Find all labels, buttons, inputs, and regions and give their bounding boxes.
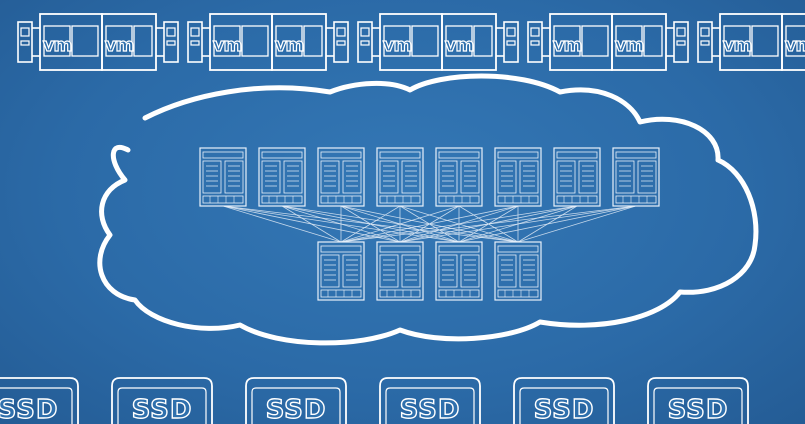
spine-switch — [317, 147, 365, 207]
spine-switch — [199, 147, 247, 207]
ssd-drive: SSD — [647, 377, 749, 424]
leaf-switch-row — [317, 241, 542, 301]
host-server: vm vm — [527, 13, 689, 71]
host-server: vm vm — [357, 13, 519, 71]
vm-label: vm — [785, 35, 805, 56]
ssd-drive: SSD — [513, 377, 615, 424]
fabric-links — [222, 205, 637, 243]
spine-switch — [612, 147, 660, 207]
spine-switch — [494, 147, 542, 207]
ssd-label: SSD — [534, 395, 595, 424]
leaf-switch — [317, 241, 365, 301]
vm-label: vm — [723, 35, 752, 56]
fabric-link — [340, 205, 519, 243]
fabric-link — [281, 205, 342, 243]
vm-label: vm — [275, 35, 304, 56]
ssd-label: SSD — [668, 395, 729, 424]
ssd-label: SSD — [266, 395, 327, 424]
ssd-drive: SSD — [379, 377, 481, 424]
fabric-link — [340, 205, 637, 243]
spine-switch — [376, 147, 424, 207]
host-server: vm vm — [17, 13, 179, 71]
leaf-switch — [435, 241, 483, 301]
fabric-link — [340, 205, 401, 243]
spine-switch-row — [199, 147, 660, 207]
spine-switch — [553, 147, 601, 207]
vm-label: vm — [383, 35, 412, 56]
fabric-link — [458, 205, 637, 243]
ssd-label: SSD — [132, 395, 193, 424]
host-server-row: vm vm vm vm vm vm vm vm vm vm — [17, 13, 805, 71]
fabric-link — [222, 205, 342, 243]
ssd-drive: SSD — [245, 377, 347, 424]
ssd-label: SSD — [0, 395, 58, 424]
leaf-switch — [494, 241, 542, 301]
vm-label: vm — [615, 35, 644, 56]
ssd-label: SSD — [400, 395, 461, 424]
host-server: vm vm — [697, 13, 805, 71]
host-server: vm vm — [187, 13, 349, 71]
vm-label: vm — [553, 35, 582, 56]
ssd-storage-row: SSD SSD SSD SSD SSD SSD — [0, 377, 749, 424]
fabric-link — [340, 205, 578, 243]
fabric-link — [399, 205, 637, 243]
spine-switch — [435, 147, 483, 207]
ssd-drive: SSD — [111, 377, 213, 424]
fabric-link — [517, 205, 637, 243]
spine-switch — [258, 147, 306, 207]
vm-label: vm — [445, 35, 474, 56]
leaf-switch — [376, 241, 424, 301]
cloud-outline — [97, 73, 759, 346]
vm-label: vm — [213, 35, 242, 56]
vm-label: vm — [105, 35, 134, 56]
vm-label: vm — [43, 35, 72, 56]
fabric-link — [340, 205, 460, 243]
ssd-drive: SSD — [0, 377, 79, 424]
